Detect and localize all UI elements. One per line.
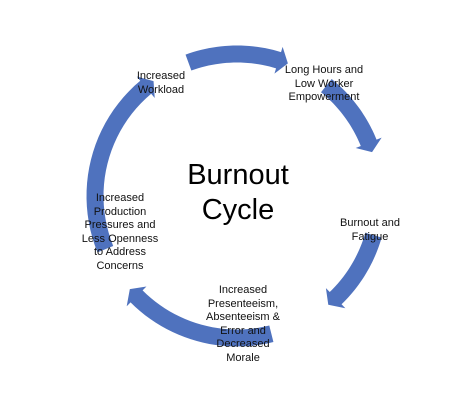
cycle-title: Burnout Cycle xyxy=(158,158,318,228)
cycle-title-line-1: Burnout xyxy=(187,159,289,191)
arrow-workload-to-long-hours xyxy=(185,45,288,74)
stage-presenteeism-absenteeism: Increased Presenteeism, Absenteeism & Er… xyxy=(206,284,280,364)
stage-long-hours: Long Hours and Low Worker Empowerment xyxy=(284,64,364,103)
arrow-long-hours-to-burnout xyxy=(321,79,382,153)
arrow-presenteeism-to-pressures xyxy=(126,286,274,347)
stage-increased-workload: Increased Workload xyxy=(136,70,186,96)
stage-production-pressures: Increased Production Pressures and Less … xyxy=(81,192,159,272)
arrow-burnout-to-presenteeism xyxy=(325,232,382,309)
cycle-title-line-2: Cycle xyxy=(201,194,275,226)
arrow-pressures-to-workload xyxy=(86,76,155,253)
stage-burnout-fatigue: Burnout and Fatigue xyxy=(340,217,400,243)
